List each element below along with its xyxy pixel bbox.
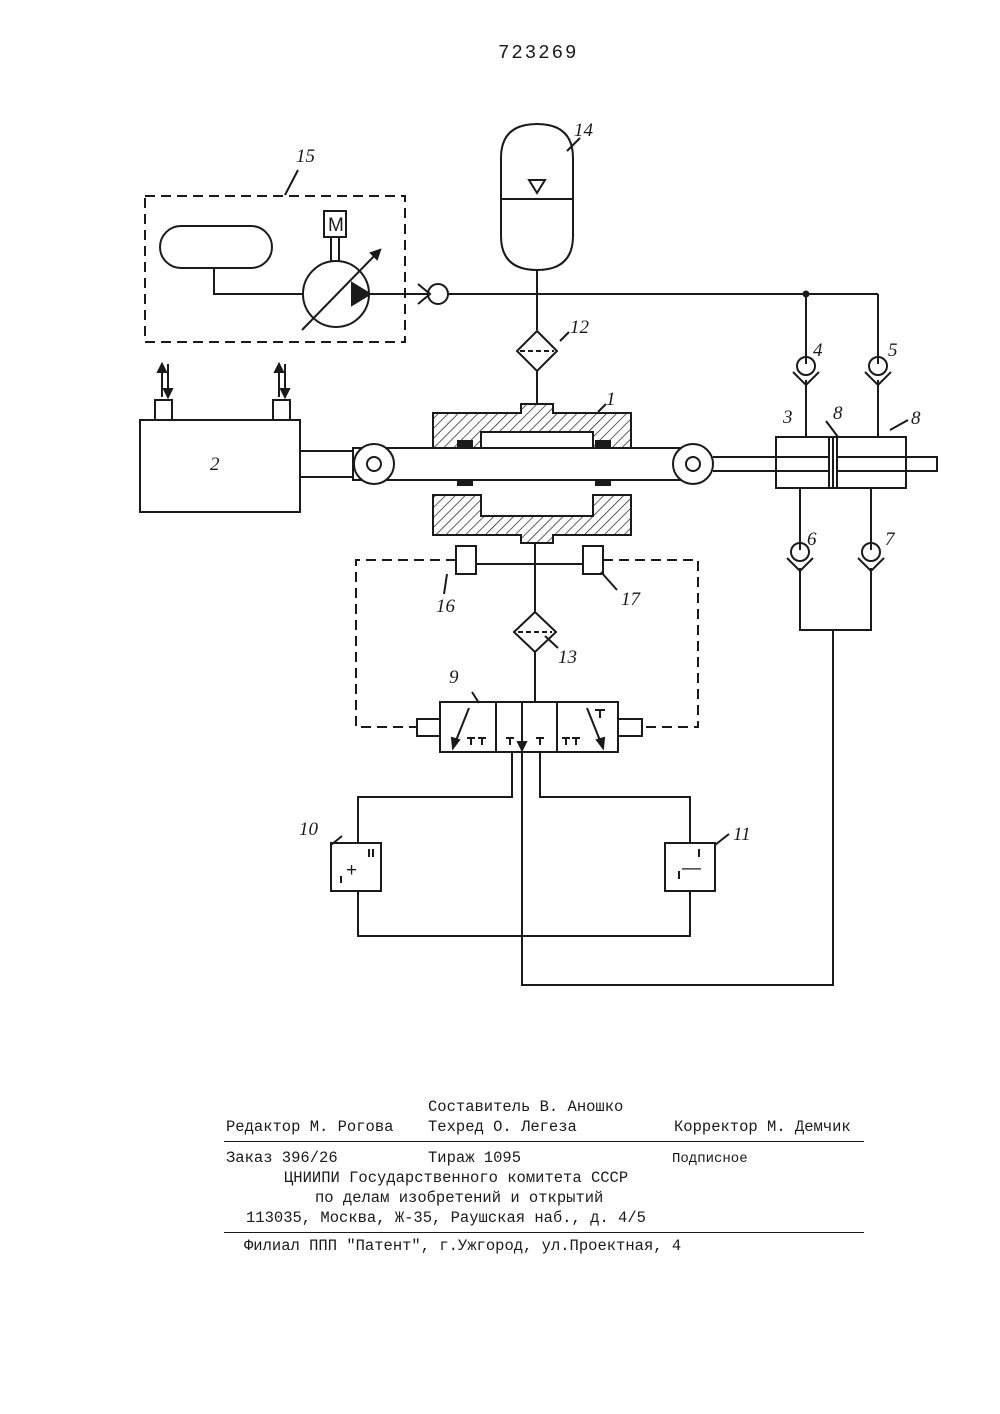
imprint-branch: Филиал ППП "Патент", г.Ужгород, ул.Проек…: [244, 1237, 681, 1255]
label-15: 15: [296, 146, 315, 167]
label-7: 7: [885, 529, 896, 550]
filter-13: [514, 612, 556, 702]
imprint-org-line1: ЦНИИПИ Государственного комитета СССР: [284, 1169, 628, 1187]
label-8b: 8: [911, 408, 921, 429]
cylinder-3: [776, 437, 937, 488]
sensor-16: [456, 546, 476, 574]
minus-symbol: —: [682, 858, 701, 879]
directional-valve-9: [417, 702, 642, 752]
imprint-corrector: Корректор М. Демчик: [674, 1118, 851, 1136]
label-1: 1: [606, 389, 616, 410]
imprint-rule-bottom: [224, 1232, 864, 1233]
imprint-order: Заказ 396/26: [226, 1149, 338, 1167]
label-9: 9: [449, 667, 459, 688]
filter-12: [517, 331, 557, 404]
imprint-org-line2: по делам изобретений и открытий: [315, 1189, 603, 1207]
label-10: 10: [299, 819, 319, 840]
label-17: 17: [621, 589, 642, 610]
label-12: 12: [570, 317, 590, 338]
label-16: 16: [436, 596, 456, 617]
load-2: [140, 364, 300, 512]
label-13: 13: [558, 647, 577, 668]
imprint-circulation: Тираж 1095: [428, 1149, 521, 1167]
label-2: 2: [210, 454, 220, 475]
sensor-17: [583, 546, 603, 574]
piston-rod: [300, 444, 776, 484]
imprint-techred: Техред О. Легеза: [428, 1118, 577, 1136]
imprint-signed: Подписное: [672, 1151, 748, 1167]
imprint-editor: Редактор М. Рогова: [226, 1118, 393, 1136]
plus-symbol: +: [346, 860, 357, 881]
label-5: 5: [888, 340, 898, 361]
label-3: 3: [782, 407, 793, 428]
pump-station-15: [145, 196, 405, 342]
imprint-address: 113035, Москва, Ж-35, Раушская наб., д. …: [246, 1209, 646, 1227]
label-6: 6: [807, 529, 817, 550]
imprint-compiler: Составитель В. Аношко: [428, 1098, 623, 1116]
label-4: 4: [813, 340, 823, 361]
hydraulic-schematic: 14 15 12 1 2 3 4 5 6 7 8 8 9 10 11 13 16…: [0, 0, 1000, 1070]
label-14: 14: [574, 120, 594, 141]
label-11: 11: [733, 824, 751, 845]
accumulator-14: [501, 124, 573, 330]
label-8a: 8: [833, 403, 843, 424]
motor-symbol: M: [328, 215, 344, 236]
imprint-rule-top: [224, 1141, 864, 1142]
